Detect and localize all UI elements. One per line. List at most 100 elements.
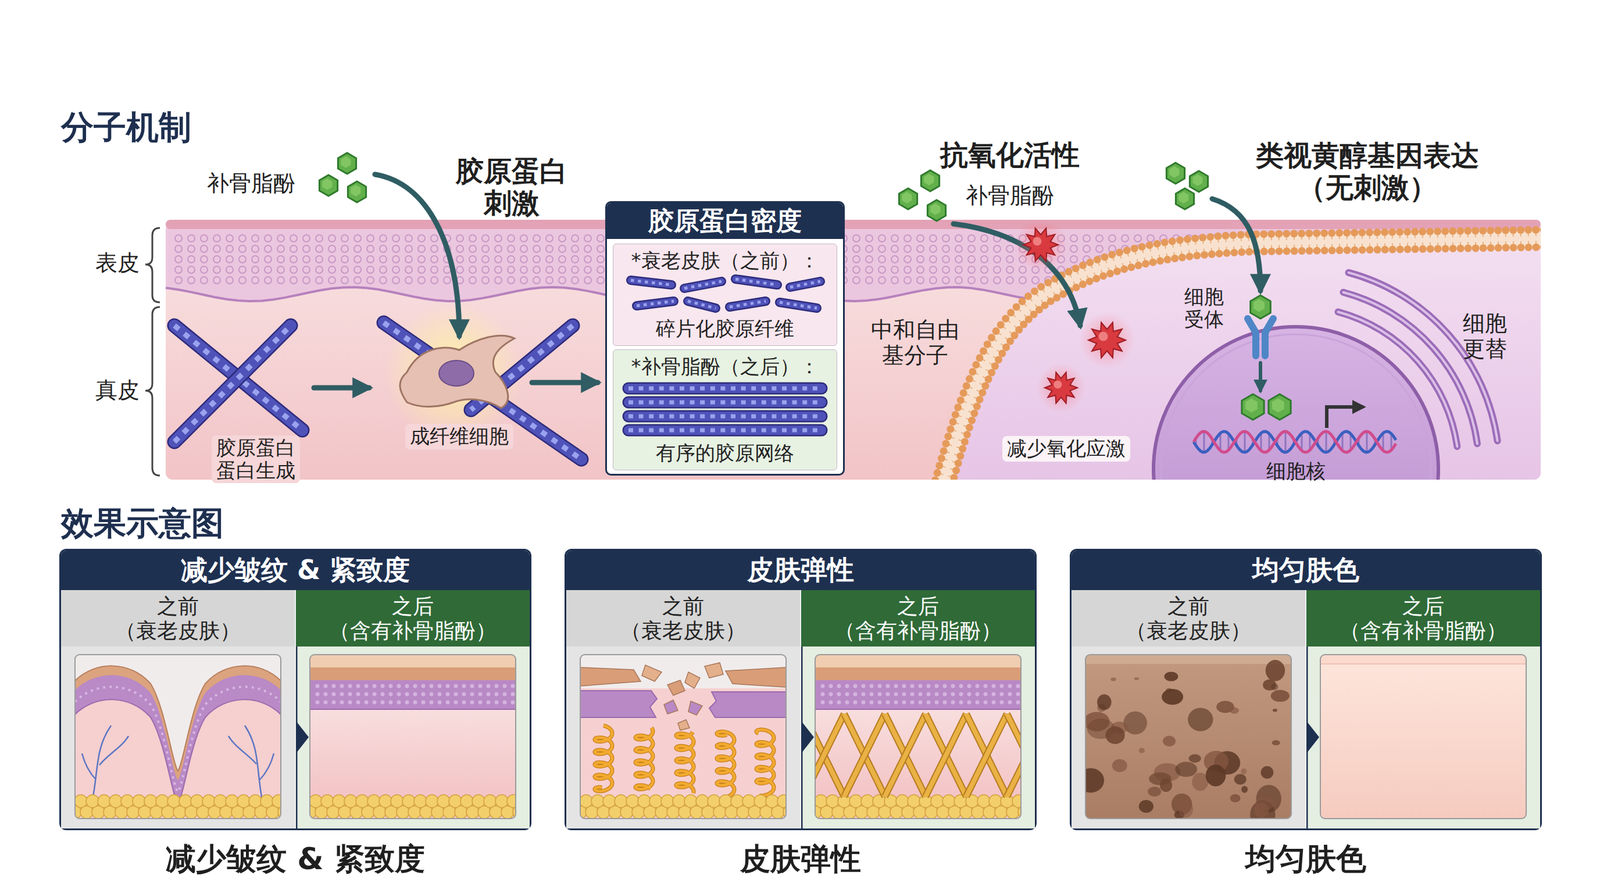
fat-cell — [402, 794, 416, 808]
epidermal-cell — [354, 245, 362, 253]
lipid-head — [1149, 258, 1157, 267]
epidermal-cell — [348, 700, 353, 705]
epidermal-cell — [226, 234, 234, 242]
lipid-head — [1494, 244, 1503, 252]
epidermal-cell — [341, 245, 349, 253]
skin-outline — [815, 654, 1021, 819]
lipid-head — [946, 425, 955, 434]
skin-fragment — [667, 680, 685, 696]
epidermal-cell — [878, 255, 886, 263]
lipid-head — [1245, 248, 1253, 256]
broken-elastin — [594, 725, 613, 792]
skin-top-face — [1320, 654, 1527, 664]
column-ground — [295, 646, 530, 829]
epidermal-cell — [238, 266, 246, 274]
elastin-outline — [815, 713, 845, 797]
epidermal-cell — [481, 234, 489, 242]
epidermal-cell — [837, 700, 842, 705]
nucleus-group — [1153, 272, 1498, 480]
molecule-hexagon — [1241, 394, 1264, 420]
transition-arrow — [801, 720, 814, 754]
epidermal-cell — [238, 234, 246, 242]
epidermal-cell — [1006, 266, 1014, 274]
radical-glow — [1079, 312, 1135, 369]
fat-cell — [332, 794, 346, 808]
lipid-head — [1006, 308, 1015, 317]
fat-cell — [614, 794, 628, 808]
epidermal-cell — [916, 234, 924, 242]
epidermal-cell — [437, 700, 442, 705]
skin-fragment — [704, 662, 724, 678]
pigment-spot — [1187, 708, 1213, 732]
pigment-spot — [1112, 759, 1128, 773]
flow-arrow — [1212, 198, 1261, 291]
epidermal-cell — [942, 234, 950, 242]
panel-title: 皮肤弹性 — [566, 550, 1035, 591]
fat-cell — [167, 794, 181, 808]
fiber-body — [729, 301, 766, 307]
epidermal-cell — [1008, 700, 1013, 705]
fat-cell — [506, 794, 516, 808]
elastin-fiber — [966, 713, 1007, 797]
epidermal-cell — [853, 684, 858, 689]
epidermal-cell — [845, 692, 850, 697]
epidermal-cell — [918, 700, 923, 705]
column-ground — [801, 646, 1035, 829]
epidermal-cell — [886, 684, 891, 689]
epidermal-cell — [929, 255, 937, 263]
epidermal-cell — [354, 276, 362, 284]
lipid-head — [1229, 231, 1238, 239]
epidermal-cell — [315, 692, 320, 697]
lipid-head — [1494, 226, 1502, 235]
fat-cell — [109, 794, 123, 808]
epidermal-cell — [865, 276, 873, 284]
epidermal-cell — [865, 266, 873, 274]
epidermal-cell — [405, 245, 413, 253]
epidermal-cell — [533, 276, 541, 284]
column-title: 之后 （含有补骨脂酚） — [1339, 594, 1507, 643]
panel-heading: *衰老皮肤（之前）： — [613, 248, 837, 273]
column-ground — [566, 646, 800, 829]
pigment-spot — [1265, 659, 1285, 681]
skin-layers — [75, 654, 281, 819]
nuclear-envelope — [1161, 334, 1431, 480]
epidermal-cell — [364, 692, 369, 697]
epidermal-cell — [405, 692, 410, 697]
molecule-highlight — [1253, 299, 1265, 313]
epidermal-cell — [379, 266, 387, 274]
effect-caption: 减少皱纹 & 紧致度 — [165, 841, 425, 877]
lipid-head — [1411, 227, 1419, 236]
lipid-head — [1411, 245, 1420, 253]
molecule-highlight — [340, 156, 351, 169]
epidermal-cell — [405, 684, 410, 689]
epidermal-cell — [187, 266, 195, 274]
lipid-head — [1108, 251, 1116, 259]
pigment-spot — [1234, 773, 1247, 785]
epidermal-cell — [238, 276, 246, 284]
epidermal-cell — [1000, 692, 1005, 697]
pigment-spot — [1123, 711, 1148, 735]
pigment-spot — [1270, 683, 1278, 691]
epidermal-cell — [238, 255, 246, 263]
lipid-head — [1448, 227, 1457, 235]
epidermal-cell — [388, 700, 394, 705]
epidermal-cell — [421, 692, 426, 697]
epidermal-cell — [1070, 255, 1078, 263]
fat-cell — [719, 794, 732, 808]
cell-receptor — [1247, 318, 1256, 356]
epidermal-cell — [878, 276, 886, 284]
lipid-head — [1479, 244, 1488, 252]
collagen-fiber — [636, 301, 674, 306]
broken-elastin-outline — [594, 725, 613, 792]
lipid-head — [1072, 264, 1080, 273]
epidermal-cell — [418, 255, 425, 263]
dermis — [580, 654, 787, 819]
epidermal-cell — [886, 692, 891, 697]
epidermal-cell — [418, 245, 425, 253]
lipid-head — [1336, 246, 1344, 255]
lipid-head — [1237, 230, 1245, 239]
epidermal-cell — [916, 255, 924, 263]
epidermal-cell — [290, 245, 298, 253]
cell-name: 成纤维细胞 — [405, 423, 514, 449]
fiber-body — [628, 397, 822, 407]
